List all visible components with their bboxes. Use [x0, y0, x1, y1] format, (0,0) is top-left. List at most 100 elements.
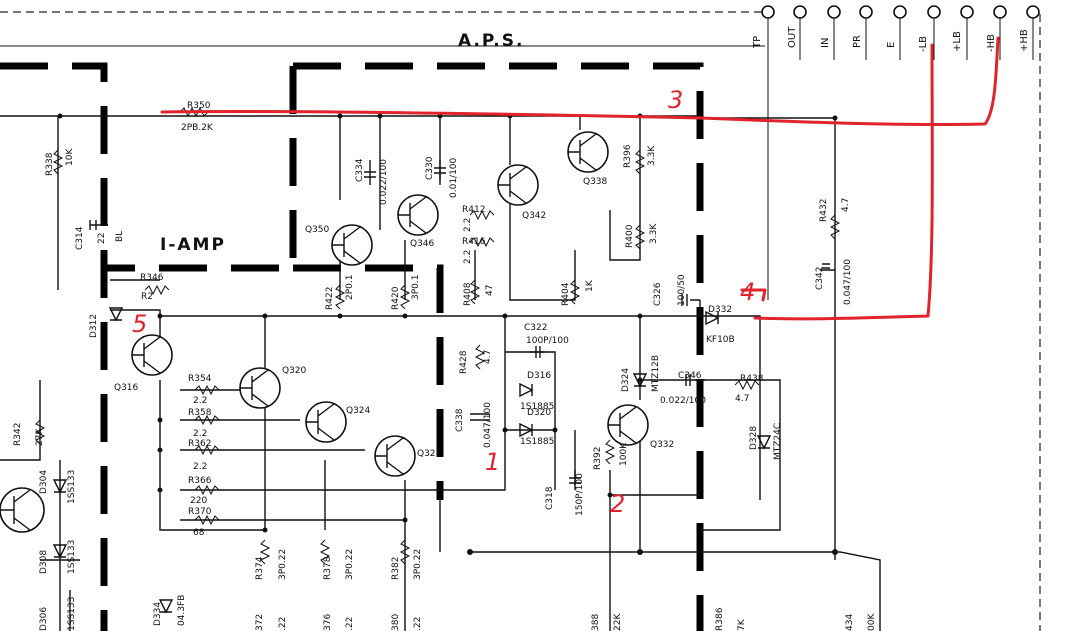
label-r438-value: 4.7: [735, 394, 749, 404]
label-d334-value: 04.3FB: [177, 595, 187, 626]
transistor-q316: [131, 334, 173, 376]
terminal-label-e: E: [886, 42, 897, 48]
label-c326-value: 100/50: [677, 274, 687, 306]
label-c330-value: 0.01/100: [449, 157, 459, 198]
terminal-label-minus-hb: -HB: [986, 34, 997, 52]
label-d328-value: MTZ24C: [773, 423, 783, 460]
label-c322-value: 100P/100: [526, 336, 569, 346]
label-d304-ref: D304: [39, 470, 49, 494]
label-c338-value: 0.047/100: [483, 402, 493, 448]
terminal-label-out: OUT: [787, 26, 798, 48]
label-q324: Q324: [346, 406, 371, 416]
label-r378-value: 3P0.22: [345, 549, 355, 580]
label-r388-ref: 388: [591, 614, 601, 631]
label-r416-value: 2.2: [463, 250, 473, 264]
label-r382-ref: R382: [391, 557, 401, 580]
label-c342-value: 0.047/100: [843, 259, 853, 305]
label-r358-value: 2.2: [193, 429, 207, 439]
label-r366-ref: R366: [188, 476, 212, 486]
transistor-q320: [239, 367, 281, 409]
label-d324-value: MTZ12B: [651, 355, 661, 392]
red-markup: 3 4 5 1 2: [132, 36, 1000, 518]
terminal-label-in: IN: [820, 38, 831, 48]
label-d306-value: 1SS133: [67, 597, 77, 631]
label-d324-ref: D324: [621, 368, 631, 392]
label-r432-ref: R432: [819, 199, 829, 222]
label-c326-ref: C326: [653, 282, 663, 306]
label-d306-ref: D306: [39, 607, 49, 631]
annotation-4: 4: [740, 278, 755, 306]
annotation-1: 1: [485, 448, 500, 476]
label-r412-value: 2.2: [463, 218, 473, 232]
terminal-label-tp: TP: [752, 36, 763, 49]
label-r374-value: 3P0.22: [278, 549, 288, 580]
label-r392-value: 100K: [619, 442, 629, 466]
label-d316-value: 1S1885: [520, 402, 554, 412]
label-r380-ref: 380: [391, 614, 401, 631]
label-q32: Q32: [417, 449, 436, 459]
label-r416-ref: R416: [462, 237, 486, 247]
label-r432-value: 4.7: [841, 198, 851, 212]
transistor-q350: [331, 224, 373, 266]
label-d328-ref: D328: [749, 426, 759, 450]
label-r374-ref: R374: [255, 556, 265, 580]
label-r396-value: 3.3K: [647, 145, 657, 166]
label-r346-ref: R346: [140, 273, 164, 283]
label-q338: Q338: [583, 177, 608, 187]
label-r400-ref: R400: [625, 224, 635, 248]
label-c346-value: 0.022/100: [660, 396, 706, 406]
label-r362-ref: R362: [188, 439, 211, 449]
transistor-q-left: [0, 487, 45, 533]
label-r422-value: 2P0.1: [345, 275, 355, 300]
label-r388-value: 22K: [613, 613, 623, 631]
label-r404-value: 1K: [585, 279, 595, 292]
label-r338-ref: R338: [45, 152, 55, 176]
label-r366-value: 220: [190, 496, 207, 506]
label-r396-ref: R396: [623, 144, 633, 168]
annotation-3: 3: [668, 86, 683, 114]
terminal-label-plus-hb: +HB: [1019, 29, 1030, 52]
red-mark-4-hook: [740, 288, 767, 302]
amplifier-module-outline: [0, 62, 704, 631]
terminal-label-plus-lb: +LB: [952, 31, 963, 52]
label-r408-value: 47: [485, 285, 495, 296]
terminal-strip: [761, 5, 1040, 300]
label-q332: Q332: [650, 440, 674, 450]
label-c334-ref: C334: [355, 158, 365, 182]
diode-symbols: [52, 307, 772, 614]
label-r408-ref: R408: [463, 282, 473, 306]
transistor-q32: [374, 435, 416, 477]
component-labels: R350 2PB.2K R338 10K C314 22 BL C334 0.0…: [13, 101, 877, 631]
label-c322-ref: C322: [524, 323, 547, 333]
label-r370-ref: R370: [188, 507, 212, 517]
label-c318-ref: C318: [545, 486, 555, 510]
label-c330-ref: C330: [425, 156, 435, 180]
label-r382-value: 3P0.22: [413, 549, 423, 580]
terminal-labels: TP OUT IN PR E -LB +LB -HB +HB: [752, 26, 1030, 52]
label-d304-value: 1SS133: [67, 470, 77, 504]
label-r354-ref: R354: [188, 374, 212, 384]
annotation-2: 2: [610, 490, 625, 518]
label-c338-ref: C338: [455, 408, 465, 432]
label-d332-value: KF10B: [706, 335, 735, 345]
terminal-label-pr: PR: [852, 35, 863, 48]
label-d334-ref: D334: [153, 602, 163, 626]
label-r438-ref: R438: [740, 374, 764, 384]
label-r386-value: 7K: [737, 618, 747, 631]
label-r434-ref: 434: [845, 614, 855, 631]
label-d332-ref: D332: [708, 305, 732, 315]
label-c314-ref: C314: [75, 226, 85, 250]
label-r434-value: 00K: [867, 613, 877, 631]
junction-dots: [57, 113, 838, 555]
label-r422-ref: R422: [325, 287, 335, 310]
label-d320-ref: D320: [527, 408, 551, 418]
label-c314-note: BL: [115, 231, 125, 242]
label-r400-value: 3.3K: [649, 223, 659, 244]
label-c318-value: 150P/100: [575, 473, 585, 516]
label-r420-ref: R420: [391, 286, 401, 310]
label-r338-value: 10K: [65, 148, 75, 166]
label-r342-ref: R342: [13, 423, 23, 446]
label-r376-value: .22: [345, 617, 355, 631]
label-q346: Q346: [410, 239, 435, 249]
label-c342-ref: C342: [815, 267, 825, 290]
